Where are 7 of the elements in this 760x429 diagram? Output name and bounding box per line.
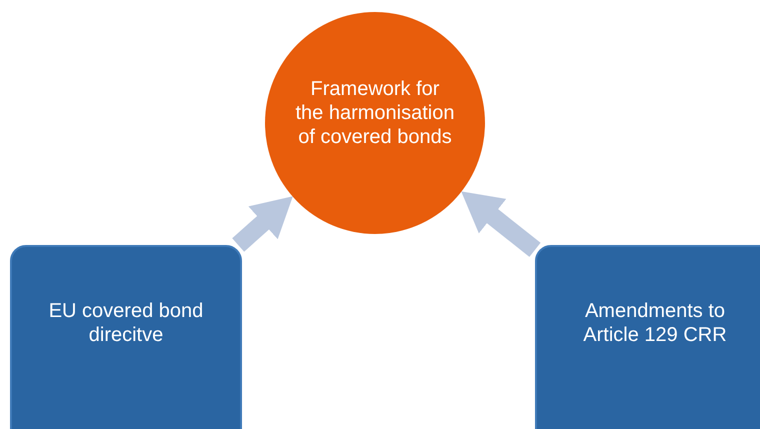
node-label: Amendments to Article 129 CRR xyxy=(582,299,728,347)
block-arrow xyxy=(461,191,541,257)
block-arrow xyxy=(232,196,293,252)
process-box xyxy=(10,245,242,429)
process-box xyxy=(535,245,760,429)
node-label: EU covered bond direcitve xyxy=(48,299,204,347)
node-label: Framework for the harmonisation of covered bonds xyxy=(295,77,455,149)
